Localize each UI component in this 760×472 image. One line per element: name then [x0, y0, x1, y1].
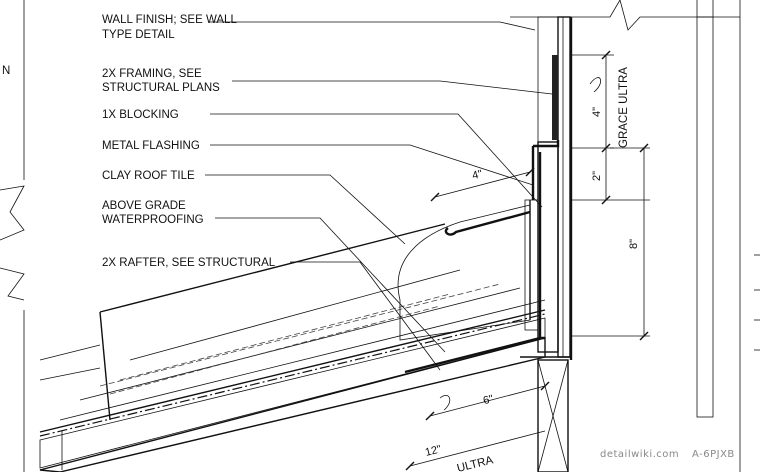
watermark-site: detailwiki.com — [600, 449, 679, 460]
callout-flashing: METAL FLASHING — [102, 140, 200, 152]
dim-6-slope: 6" — [482, 393, 495, 407]
dim-2-vertical: 2" — [591, 171, 603, 181]
callout-wall-finish-line1: WALL FINISH; SEE WALL — [102, 14, 237, 26]
right-edge-marks — [754, 254, 760, 351]
watermark-code: A-6PJXB — [692, 449, 735, 460]
callout-waterproofing-line1: ABOVE GRADE — [102, 200, 186, 212]
left-edge-label: N — [2, 65, 10, 77]
dim-8-vertical: 8" — [628, 239, 640, 249]
callout-rafter: 2X RAFTER, SEE STRUCTURAL — [102, 257, 276, 269]
grace-ultra-bottom-label: ULTRA — [456, 454, 495, 472]
dim-12-slope: 12" — [424, 443, 443, 459]
left-edge-fragments: N — [0, 0, 25, 472]
callout-labels: WALL FINISH; SEE WALL TYPE DETAIL 2X FRA… — [102, 14, 276, 269]
dim-4-slope: 4" — [471, 168, 484, 182]
callout-tile: CLAY ROOF TILE — [102, 170, 195, 182]
dim-4-vertical: 4" — [591, 107, 603, 117]
leaders — [205, 21, 553, 371]
callout-framing-line1: 2X FRAMING, SEE — [102, 68, 202, 80]
dimensions: 4" 2" 8" 4" 6" 12" — [405, 50, 650, 471]
callout-framing-line2: STRUCTURAL PLANS — [102, 82, 220, 94]
grace-ultra-vertical-label: GRACE ULTRA — [618, 67, 630, 148]
callout-wall-finish-line2: TYPE DETAIL — [102, 29, 175, 41]
roof-assembly — [39, 199, 546, 472]
callout-waterproofing-line2: WATERPROOFING — [102, 214, 204, 226]
callout-blocking: 1X BLOCKING — [102, 109, 179, 121]
